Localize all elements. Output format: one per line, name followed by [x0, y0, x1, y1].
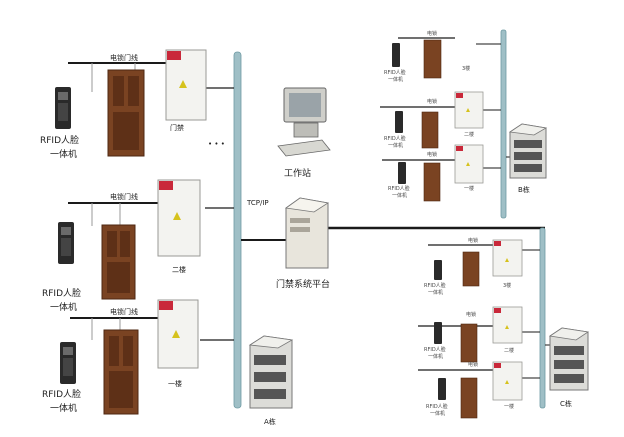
- a-row3-reader-label2: 一体机: [50, 402, 77, 414]
- workstation-pc-icon: [277, 87, 331, 157]
- rfid-reader-icon: [58, 222, 74, 264]
- server-rack-icon: [548, 327, 590, 391]
- b-row-2: 电锁 RFID人脸 一体机 二楼: [380, 91, 501, 149]
- tcpip-label: TCP/IP: [246, 199, 269, 207]
- b-row2-cabinet-label: 二楼: [464, 131, 474, 138]
- b-row3-cabinet-label: 一楼: [464, 185, 474, 192]
- a-building-wing: 电锁门线 RFID人脸 一体机 门禁 • • •: [40, 49, 294, 426]
- rfid-reader-icon: [55, 87, 71, 129]
- server-rack-icon: [248, 335, 294, 409]
- a-row3-wire-label: 电锁门线: [110, 307, 138, 316]
- c-row2-reader-label2: 一体机: [428, 353, 443, 360]
- wooden-door-icon: [460, 323, 478, 363]
- a-row1-reader-label: RFID人脸: [40, 134, 79, 146]
- b-row-1: 电锁 RFID人脸 一体机 3楼: [384, 30, 501, 83]
- c-row2-wire-label: 电锁: [466, 311, 476, 318]
- door-controller-cabinet-icon: [492, 306, 523, 344]
- wooden-door-icon: [460, 377, 478, 419]
- rfid-reader-icon: [60, 342, 76, 384]
- c-row3-reader-label2: 一体机: [430, 410, 445, 417]
- rfid-reader-icon: [395, 111, 403, 133]
- wooden-door-icon: [421, 111, 439, 149]
- a-row-2: 电锁门线 RFID人脸 一体机 二楼: [42, 179, 234, 313]
- a-row-3: 电锁门线 RFID人脸 一体机 一楼: [42, 299, 234, 415]
- wooden-door-icon: [101, 224, 136, 300]
- rfid-reader-icon: [434, 322, 442, 344]
- a-row1-wire-label: 电锁门线: [110, 53, 138, 62]
- c-row1-wire-label: 电锁: [468, 237, 478, 244]
- a-row3-cabinet-label: 一楼: [168, 379, 182, 388]
- a-row2-wire-label: 电锁门线: [110, 192, 138, 201]
- c-row1-cabinet-label: 3楼: [503, 282, 511, 289]
- b-row2-reader-label2: 一体机: [388, 142, 403, 149]
- c-row3-wire-label: 电锁: [468, 361, 478, 368]
- c-row1-reader-label2: 一体机: [428, 289, 443, 296]
- c-row3-cabinet-label: 一楼: [504, 403, 514, 410]
- a-row1-cabinet-label: 门禁: [170, 123, 184, 132]
- wooden-door-icon: [423, 39, 442, 79]
- wooden-door-icon: [462, 251, 480, 287]
- b-row2-reader-label: RFID人脸: [384, 135, 406, 142]
- b-row3-reader-label: RFID人脸: [388, 185, 410, 192]
- server-tower-icon: [284, 197, 330, 269]
- b-row1-reader-label: RFID人脸: [384, 69, 406, 76]
- a-row-1: 电锁门线 RFID人脸 一体机 门禁: [40, 49, 234, 160]
- a-row2-cabinet-label: 二楼: [172, 265, 186, 274]
- b-row3-reader-label2: 一体机: [392, 192, 407, 199]
- a-row3-reader-label: RFID人脸: [42, 388, 81, 400]
- c-row-3: 电锁 RFID人脸 一体机 一楼: [418, 361, 540, 419]
- b-row1-cabinet-label: 3楼: [462, 65, 470, 72]
- door-controller-cabinet-icon: [157, 179, 201, 257]
- rfid-reader-icon: [398, 162, 406, 184]
- c-row-2: 电锁 RFID人脸 一体机 二楼: [418, 306, 540, 363]
- b-building-bus: [500, 29, 507, 219]
- c-row2-cabinet-label: 二楼: [504, 347, 514, 354]
- b-row2-wire-label: 电锁: [427, 98, 437, 105]
- rfid-reader-icon: [438, 378, 446, 400]
- b-row1-reader-label2: 一体机: [388, 76, 403, 83]
- c-building-wing: 电锁 RFID人脸 一体机 3楼 电锁 RFID人脸 一体机 二楼: [418, 227, 590, 419]
- a-row2-reader-label2: 一体机: [50, 301, 77, 313]
- wooden-door-icon: [107, 69, 145, 157]
- b-row-3: 电锁 RFID人脸 一体机 一楼: [382, 144, 501, 202]
- center-section: 工作站 门禁系统平台: [241, 87, 545, 290]
- door-controller-cabinet-icon: [454, 91, 484, 129]
- b-row1-wire-label: 电锁: [427, 30, 437, 37]
- b-building-label: B栋: [518, 185, 530, 194]
- a-continuation-dots: • • •: [208, 140, 225, 148]
- a-row1-reader-label2: 一体机: [50, 148, 77, 160]
- c-building-label: C栋: [560, 399, 572, 408]
- wooden-door-icon: [103, 329, 139, 415]
- door-controller-cabinet-icon: [492, 239, 523, 277]
- server-rack-icon: [508, 123, 548, 179]
- c-row2-reader-label: RFID人脸: [424, 346, 446, 353]
- rfid-reader-icon: [392, 43, 400, 67]
- a-row2-reader-label: RFID人脸: [42, 287, 81, 299]
- door-controller-cabinet-icon: [157, 299, 199, 369]
- door-controller-cabinet-icon: [492, 361, 523, 401]
- c-building-bus: [539, 227, 546, 409]
- a-building-label: A栋: [264, 417, 276, 426]
- b-building-wing: 电锁 RFID人脸 一体机 3楼 电锁 RFID人脸 一体机 二楼: [380, 29, 548, 219]
- c-row-1: 电锁 RFID人脸 一体机 3楼: [424, 237, 540, 296]
- platform-label: 门禁系统平台: [276, 278, 330, 290]
- wooden-door-icon: [423, 162, 441, 202]
- b-row3-wire-label: 电锁: [427, 151, 437, 158]
- workstation-label: 工作站: [284, 167, 311, 179]
- door-controller-cabinet-icon: [454, 144, 484, 184]
- a-building-bus: [233, 51, 242, 409]
- c-row3-reader-label: RFID人脸: [426, 403, 448, 410]
- c-row1-reader-label: RFID人脸: [424, 282, 446, 289]
- rfid-reader-icon: [434, 260, 442, 280]
- door-controller-cabinet-icon: [165, 49, 207, 121]
